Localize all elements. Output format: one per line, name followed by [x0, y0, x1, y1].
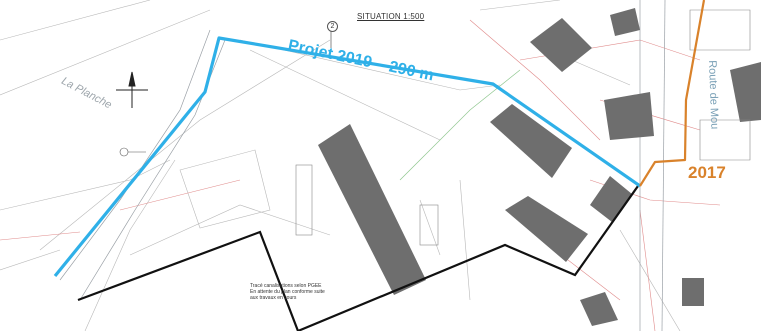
north-arrow-icon — [116, 71, 148, 108]
outline-buildings — [295, 9, 751, 246]
building-6 — [580, 292, 618, 326]
plan-note: Tracé canalisations selon PGEE En attent… — [250, 283, 325, 301]
survey-mark-icon — [119, 147, 146, 157]
line-2017 — [639, 0, 706, 187]
building-main — [318, 124, 426, 295]
building-9 — [682, 278, 704, 306]
building-7 — [730, 62, 761, 122]
marker-badge: 2 — [327, 21, 338, 32]
note-line: En attente du plan conforme suite — [250, 289, 325, 295]
buildings — [318, 8, 761, 326]
black-boundary-line — [77, 185, 639, 331]
building-8 — [610, 8, 640, 36]
building-2 — [505, 196, 588, 262]
building-3 — [530, 18, 592, 72]
building-5 — [590, 176, 632, 222]
note-line: Tracé canalisations selon PGEE — [250, 283, 322, 289]
note-line: aux travaux en cours — [250, 295, 297, 301]
plan-title: SITUATION 1:500 — [357, 12, 425, 21]
building-1 — [490, 104, 572, 178]
cadastral-lines — [0, 0, 681, 331]
project-2019-line — [53, 36, 641, 278]
green-line — [399, 69, 521, 181]
street-label: Route de Mou — [706, 60, 721, 130]
building-4 — [604, 92, 654, 140]
year-2017-label: 2017 — [688, 163, 726, 182]
